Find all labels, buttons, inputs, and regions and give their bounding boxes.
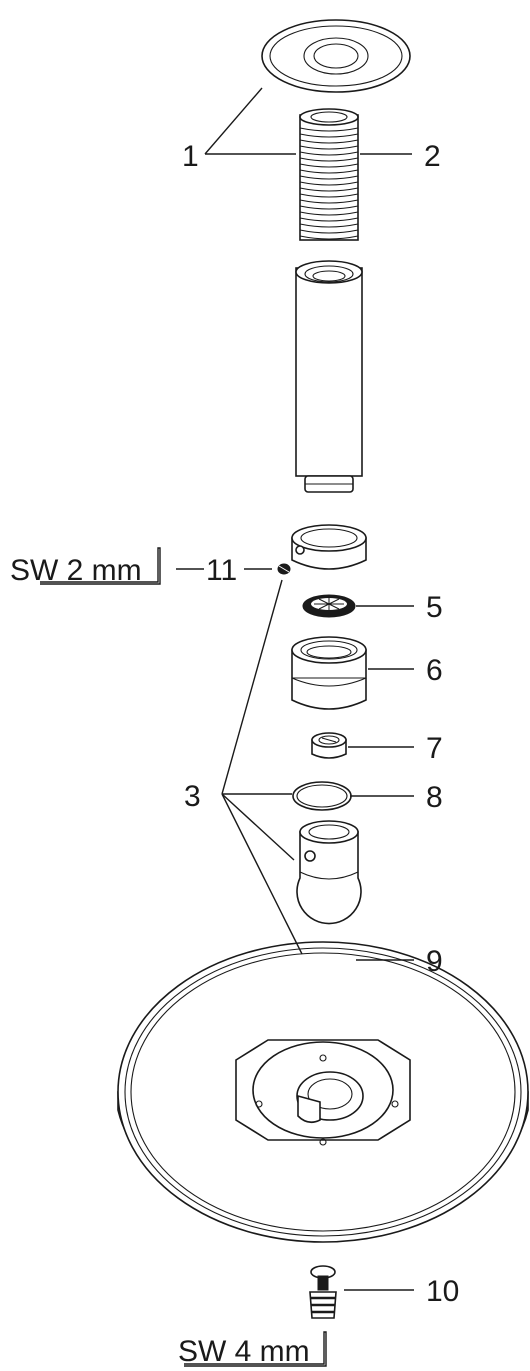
thread-ridge (299, 193, 359, 198)
callout-10: 10 (426, 1275, 459, 1308)
threaded-nipple (299, 108, 359, 241)
clamp-ring (291, 524, 367, 570)
thread-ridge (299, 175, 359, 180)
hex-key-large-label: SW 4 mm (178, 1335, 310, 1368)
thread-ridge (299, 169, 359, 174)
thread-ridge (299, 229, 359, 234)
thread-ridge (299, 205, 359, 210)
thread-ridge (299, 139, 359, 144)
thread-ridge (299, 223, 359, 228)
grub-screw (277, 563, 291, 575)
hex-key-small-label: SW 2 mm (10, 554, 142, 587)
thread-ridge (299, 187, 359, 192)
thread-ridge (299, 181, 359, 186)
callout-9: 9 (426, 945, 443, 978)
filter-screen (302, 594, 356, 618)
thread-ridge (299, 211, 359, 216)
callout-1: 1 (182, 140, 199, 173)
callout-3: 3 (184, 780, 201, 813)
ball-joint (296, 820, 362, 925)
leader-lines (176, 87, 414, 1291)
shower-arm-tube (295, 260, 363, 493)
union-nut (291, 636, 367, 710)
flow-insert (311, 732, 347, 759)
hex-key-large (184, 1331, 327, 1367)
callout-11: 11 (206, 554, 237, 587)
o-ring (292, 781, 352, 811)
thread-ridge (299, 163, 359, 168)
drain-valve (309, 1265, 337, 1319)
callout-2: 2 (424, 140, 441, 173)
thread-ridge (299, 133, 359, 138)
callout-8: 8 (426, 781, 443, 814)
callout-6: 6 (426, 654, 443, 687)
thread-ridge (299, 217, 359, 222)
thread-ridge (299, 127, 359, 132)
callout-5: 5 (426, 591, 443, 624)
thread-ridge (299, 151, 359, 156)
thread-ridge (299, 157, 359, 162)
hex-key-small (40, 547, 161, 585)
thread-ridge (299, 199, 359, 204)
cover-plate (261, 19, 411, 93)
thread-ridge (299, 145, 359, 150)
shower-head (117, 941, 529, 1243)
callout-7: 7 (426, 732, 443, 765)
thread-ridge (299, 235, 359, 240)
